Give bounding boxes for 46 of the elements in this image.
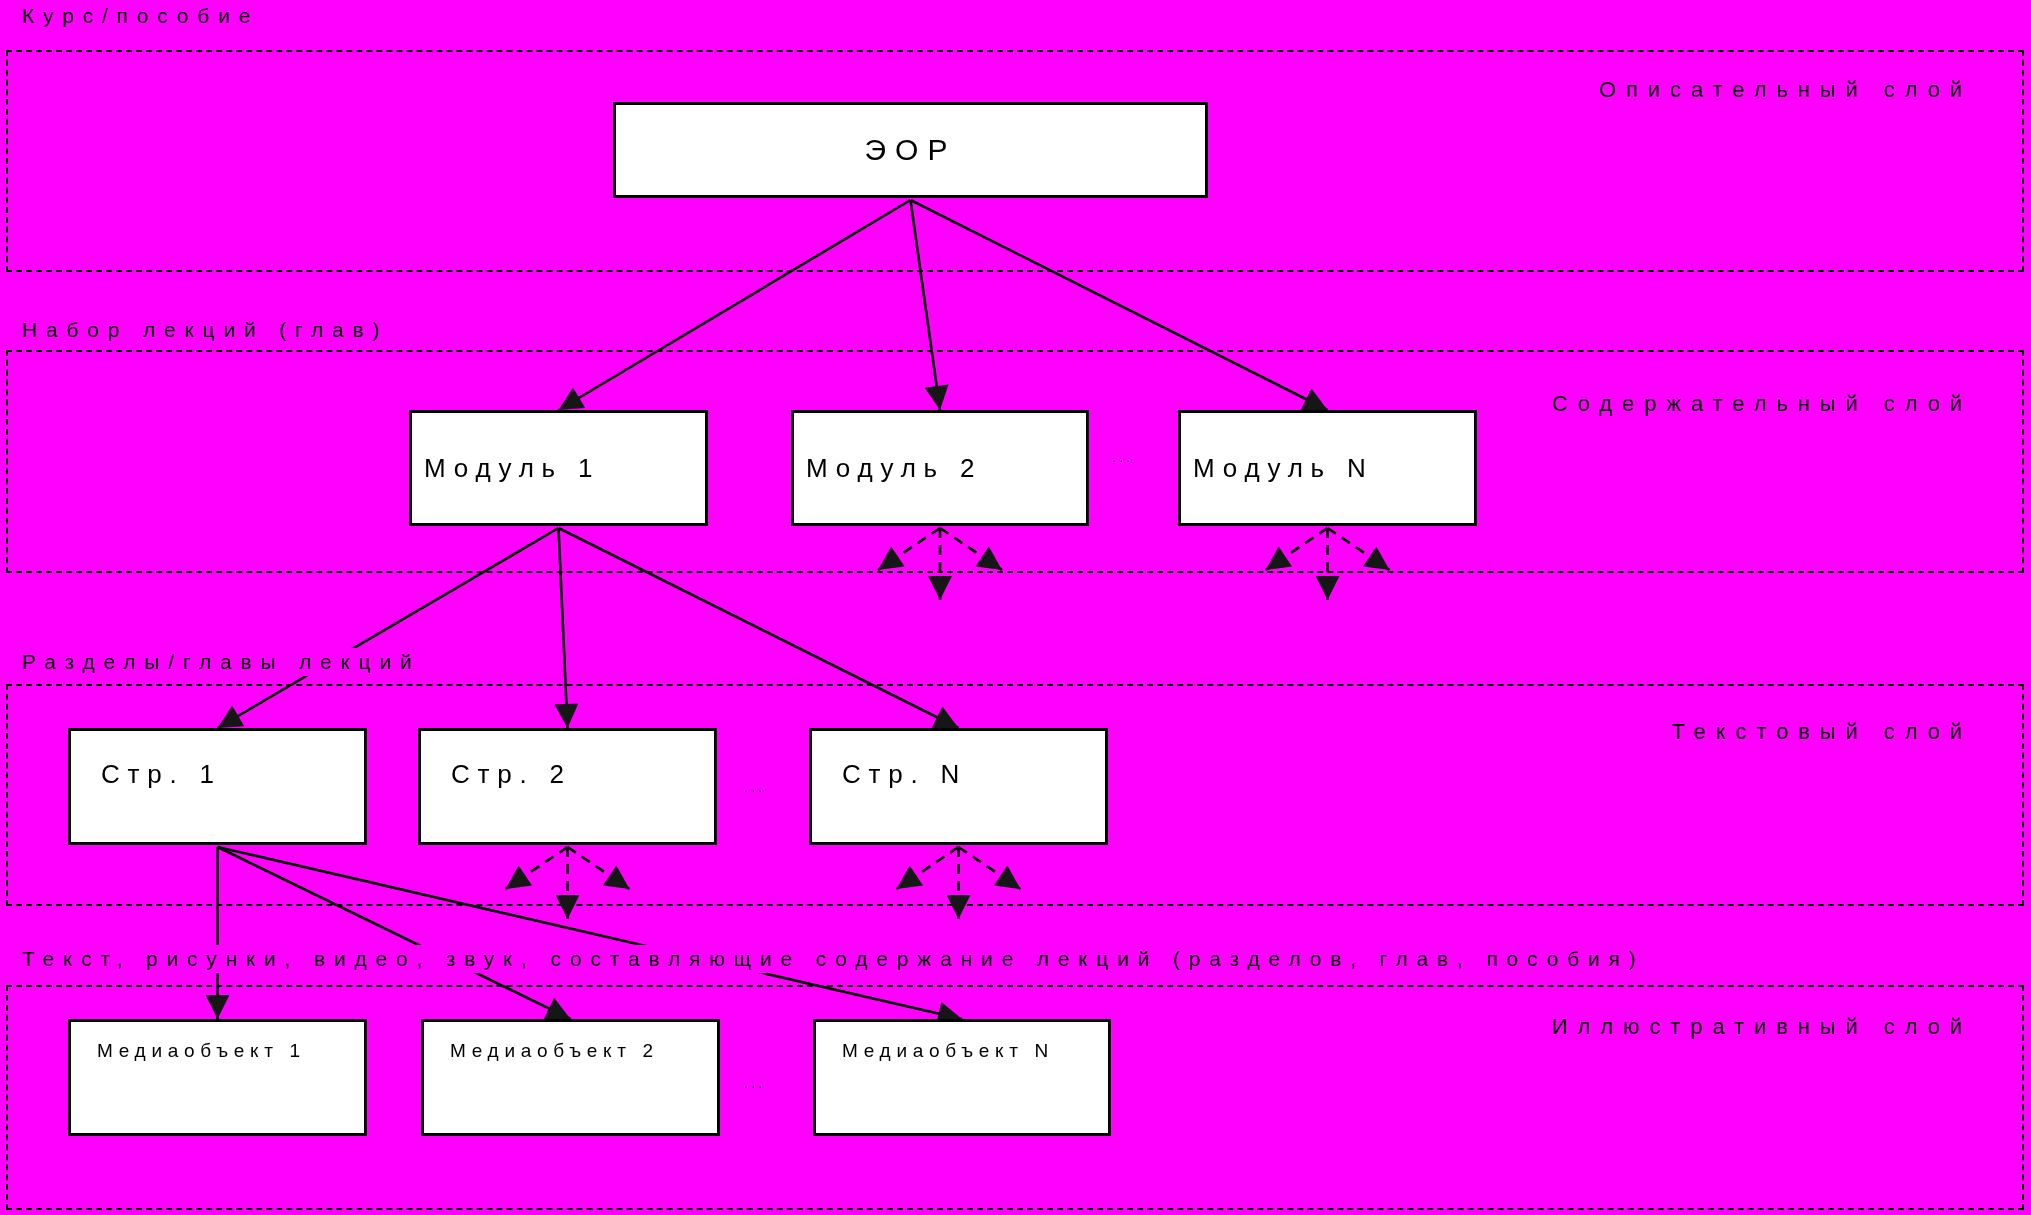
dashed-arrow [566, 845, 631, 891]
arrow [205, 847, 230, 1019]
box-label: Модуль 1 [424, 453, 601, 484]
media-object-box [421, 1019, 720, 1136]
arrow [216, 526, 560, 730]
dashed-arrow [877, 526, 941, 572]
box-label: Стр. N [842, 759, 968, 790]
dashed-arrow [1264, 526, 1329, 572]
arrow [557, 526, 960, 730]
arrow [909, 199, 949, 411]
dashed-arrow [504, 845, 569, 891]
dashed-arrow [939, 526, 1003, 572]
box-label: Стр. 2 [451, 759, 572, 790]
page-box [418, 728, 717, 845]
arrow [557, 198, 912, 412]
module-box [1178, 410, 1477, 526]
dashed-arrow [928, 528, 952, 600]
ellipsis: ... [744, 1074, 766, 1091]
media-object-box [68, 1019, 367, 1136]
arrow [554, 527, 579, 729]
arrow [909, 198, 1329, 412]
page-box [68, 728, 367, 845]
media-object-box [813, 1019, 1111, 1136]
box-label: Модуль N [1193, 453, 1374, 484]
ellipsis: ... [1112, 448, 1134, 465]
dashed-arrow [1326, 526, 1391, 572]
layer-name: Описательный слой [1599, 76, 1972, 104]
box-label: ЭОР [863, 133, 958, 167]
layer-name: Текстовый слой [1671, 718, 1972, 746]
module-box [791, 410, 1089, 526]
box-label: Модуль 2 [806, 453, 983, 484]
box-label: Медиаобъект N [842, 1040, 1055, 1062]
resource-box [613, 102, 1208, 198]
dashed-arrow [1315, 528, 1340, 600]
page-box [809, 728, 1108, 845]
ellipsis: ... [744, 778, 766, 795]
box-label: Стр. 1 [101, 759, 222, 790]
layer-name: Иллюстративный слой [1551, 1013, 1972, 1041]
dashed-arrow [957, 845, 1022, 891]
dashed-arrow [555, 847, 580, 919]
layer-name: Содержательный слой [1551, 390, 1972, 418]
module-box [409, 410, 708, 526]
dashed-arrow [946, 847, 971, 919]
box-label: Медиаобъект 2 [450, 1040, 659, 1062]
box-label: Медиаобъект 1 [97, 1040, 306, 1062]
dashed-arrow [895, 845, 960, 891]
